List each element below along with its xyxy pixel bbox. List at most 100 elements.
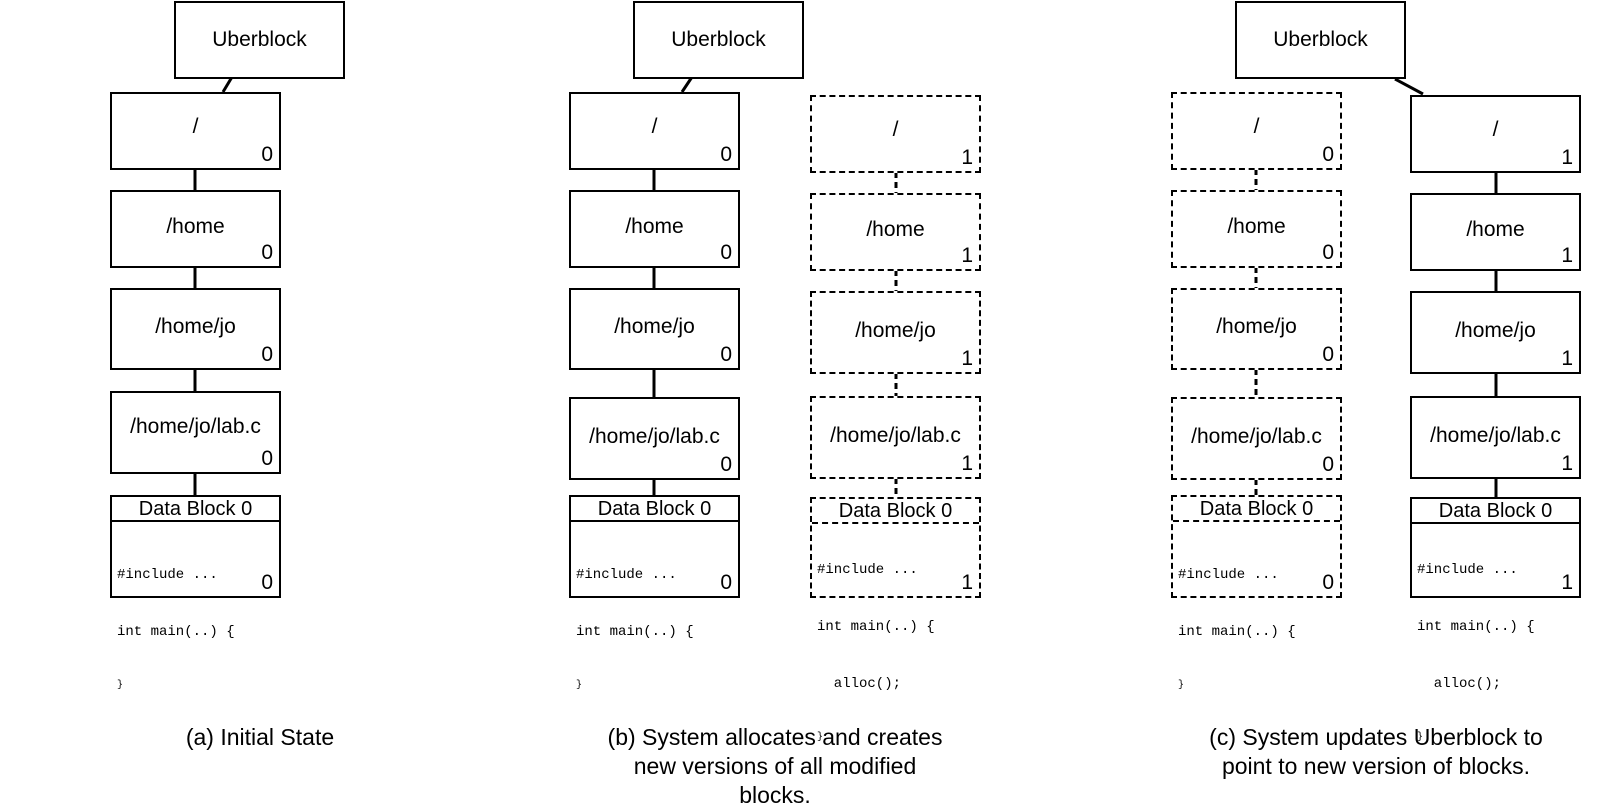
block-label: /home (866, 218, 925, 241)
block-lab-c-a: /home/jo/lab.c 0 (110, 391, 281, 474)
block-version: 0 (261, 143, 273, 166)
code-line: int main(..) { (1178, 624, 1296, 640)
block-label: / (892, 118, 899, 141)
block-version: 0 (720, 571, 732, 594)
code-line: int main(..) { (117, 624, 235, 640)
block-home-jo-b: /home/jo 0 (569, 288, 740, 370)
data-block-title: Data Block 0 (812, 499, 979, 524)
caption-c: (c) System updates Uberblock to point to… (1171, 723, 1581, 781)
caption-b: (b) System allocates and creates new ver… (569, 723, 981, 810)
new-block-home-b: /home 1 (810, 193, 981, 271)
caption-line: point to new version of blocks. (1221, 753, 1531, 779)
block-version: 1 (961, 571, 973, 594)
block-label: /home/jo/lab.c (830, 423, 961, 447)
block-version: 0 (720, 241, 732, 264)
block-version: 0 (1322, 571, 1334, 594)
new-data-block-b: Data Block 0 #include ... int main(..) {… (810, 497, 981, 743)
block-label: /home/jo (1216, 315, 1297, 338)
block-label: / (1492, 118, 1499, 141)
block-version: 1 (1561, 452, 1573, 475)
block-label: /home (625, 215, 684, 238)
block-label: /home/jo (614, 315, 695, 338)
block-version: 0 (1322, 143, 1334, 166)
code-line: #include ... (576, 567, 677, 583)
code-line: int main(..) { (1417, 619, 1535, 635)
caption-line: (b) System allocates and creates (607, 724, 943, 750)
block-label: /home/jo/lab.c (1191, 424, 1322, 448)
block-label: /home/jo (1455, 318, 1536, 342)
uberblock-label: Uberblock (671, 28, 766, 51)
data-block-title: Data Block 0 (112, 497, 279, 522)
block-home-b: /home 0 (569, 190, 740, 268)
block-version: 0 (1322, 343, 1334, 366)
link-uber-root-a (221, 76, 234, 93)
code-line: alloc(); (1417, 676, 1502, 692)
block-version: 0 (261, 241, 273, 264)
new-block-lab-c-c: /home/jo/lab.c 1 (1410, 396, 1581, 479)
block-version: 1 (1561, 571, 1573, 594)
new-block-home-jo-c: /home/jo 1 (1410, 291, 1581, 374)
block-label: /home/jo/lab.c (130, 414, 261, 438)
block-version: 0 (720, 453, 732, 476)
block-version: 0 (261, 447, 273, 470)
block-home-jo-a: /home/jo 0 (110, 288, 281, 370)
data-block-code: #include ... int main(..) { alloc(); } (817, 523, 935, 782)
code-line: } (1178, 680, 1185, 691)
caption-line: new versions of all modified (633, 753, 917, 779)
caption-line: (a) Initial State (185, 724, 335, 750)
block-label: / (651, 115, 658, 138)
block-version: 0 (261, 571, 273, 594)
old-block-lab-c-c: /home/jo/lab.c 0 (1171, 397, 1342, 480)
data-block-a: Data Block 0 #include ... int main(..) {… (110, 495, 281, 691)
block-version: 1 (1561, 347, 1573, 370)
new-block-root-c: / 1 (1410, 95, 1581, 173)
block-home-a: /home 0 (110, 190, 281, 268)
uberblock-a: Uberblock (174, 1, 345, 79)
code-line: #include ... (817, 562, 918, 578)
block-label: /home/jo/lab.c (589, 424, 720, 448)
block-label: /home (1466, 218, 1525, 241)
code-line: alloc(); (817, 676, 902, 692)
new-block-lab-c-b: /home/jo/lab.c 1 (810, 396, 981, 479)
block-label: / (192, 115, 199, 138)
new-block-home-c: /home 1 (1410, 193, 1581, 271)
caption-line: (c) System updates Uberblock to (1209, 724, 1543, 750)
code-line: } (817, 732, 824, 743)
uberblock-label: Uberblock (1273, 28, 1368, 51)
new-block-root-b: / 1 (810, 95, 981, 173)
block-version: 1 (961, 347, 973, 370)
uberblock-b: Uberblock (633, 1, 804, 79)
block-version: 1 (961, 146, 973, 169)
block-label: /home (166, 215, 225, 238)
block-label: /home/jo (155, 315, 236, 338)
old-data-block-c: Data Block 0 #include ... int main(..) {… (1171, 495, 1342, 691)
block-version: 0 (720, 343, 732, 366)
block-label: /home (1227, 215, 1286, 238)
block-root-a: / 0 (110, 92, 281, 170)
code-line: int main(..) { (817, 619, 935, 635)
code-line: #include ... (117, 567, 218, 583)
block-version: 0 (720, 143, 732, 166)
new-block-home-jo-b: /home/jo 1 (810, 291, 981, 374)
data-block-title: Data Block 0 (1173, 497, 1340, 522)
block-version: 0 (261, 343, 273, 366)
data-block-title: Data Block 0 (1412, 499, 1579, 524)
uberblock-label: Uberblock (212, 28, 307, 51)
code-line: int main(..) { (576, 624, 694, 640)
link-uber-root-c (1394, 77, 1424, 96)
data-block-code: #include ... int main(..) { alloc(); } (1417, 523, 1535, 782)
block-label: / (1253, 115, 1260, 138)
block-version: 0 (1322, 241, 1334, 264)
data-block-code: #include ... int main(..) { } (576, 528, 694, 730)
block-label: /home/jo (855, 318, 936, 342)
caption-line: blocks. (739, 782, 811, 808)
block-root-b: / 0 (569, 92, 740, 170)
old-block-home-jo-c: /home/jo 0 (1171, 288, 1342, 370)
uberblock-c: Uberblock (1235, 1, 1406, 79)
data-block-code: #include ... int main(..) { } (1178, 528, 1296, 730)
code-line: } (117, 680, 124, 691)
old-block-root-c: / 0 (1171, 92, 1342, 170)
block-version: 1 (961, 244, 973, 267)
